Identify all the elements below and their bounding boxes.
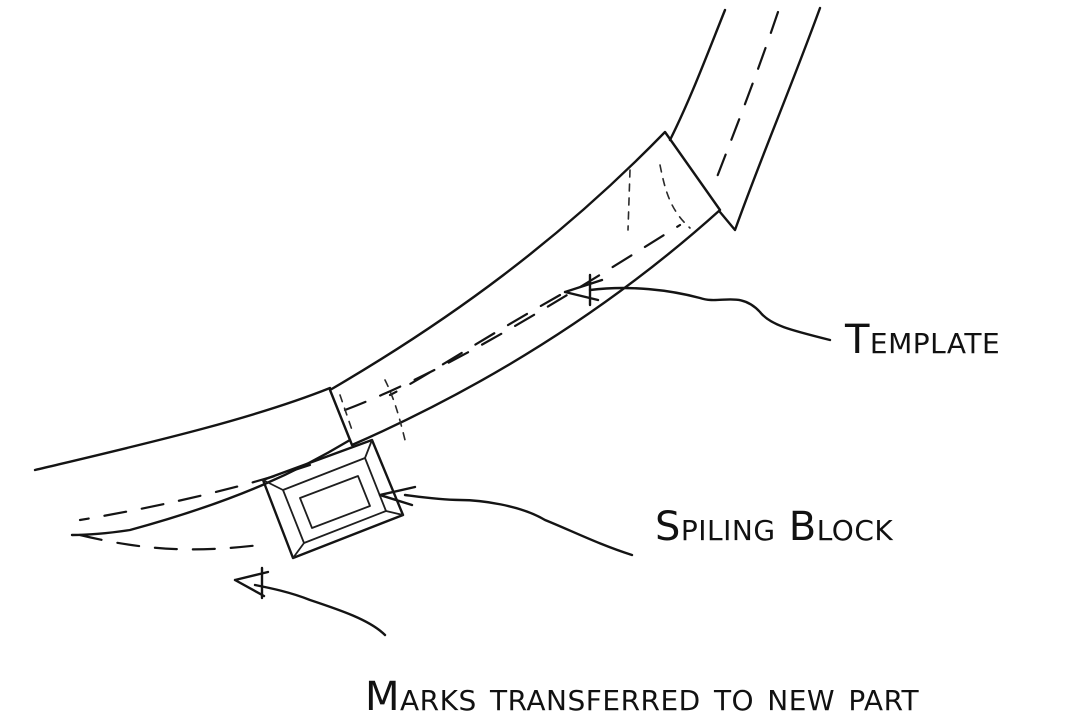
template-underlying-edges <box>339 164 691 441</box>
old-edge-marks <box>78 533 262 551</box>
spiling-block-slot <box>299 475 371 529</box>
leader-arrows <box>233 273 832 637</box>
template-outline <box>328 130 722 447</box>
template-arrowhead <box>563 273 604 307</box>
curved-part-centerline <box>78 10 780 522</box>
label-spiling-block: Spiling Block <box>655 504 893 550</box>
spiling-block-arrow <box>403 493 634 557</box>
label-template: Template <box>844 317 1000 363</box>
template-centerline <box>343 223 682 412</box>
spiling-block-arrowhead <box>378 485 417 507</box>
template <box>328 130 722 447</box>
curved-part <box>33 6 822 551</box>
marks-arrowhead <box>233 566 270 600</box>
spiling-block <box>261 438 405 560</box>
label-marks: Marks transferred to new part <box>365 674 920 720</box>
curved-part-inner-edge <box>70 6 822 537</box>
spiling-block-inner <box>282 457 387 544</box>
marks-arrow <box>253 583 387 637</box>
curved-part-outer-edge <box>33 8 727 472</box>
spiling-block-corners <box>262 439 404 559</box>
template-arrow <box>588 286 832 342</box>
